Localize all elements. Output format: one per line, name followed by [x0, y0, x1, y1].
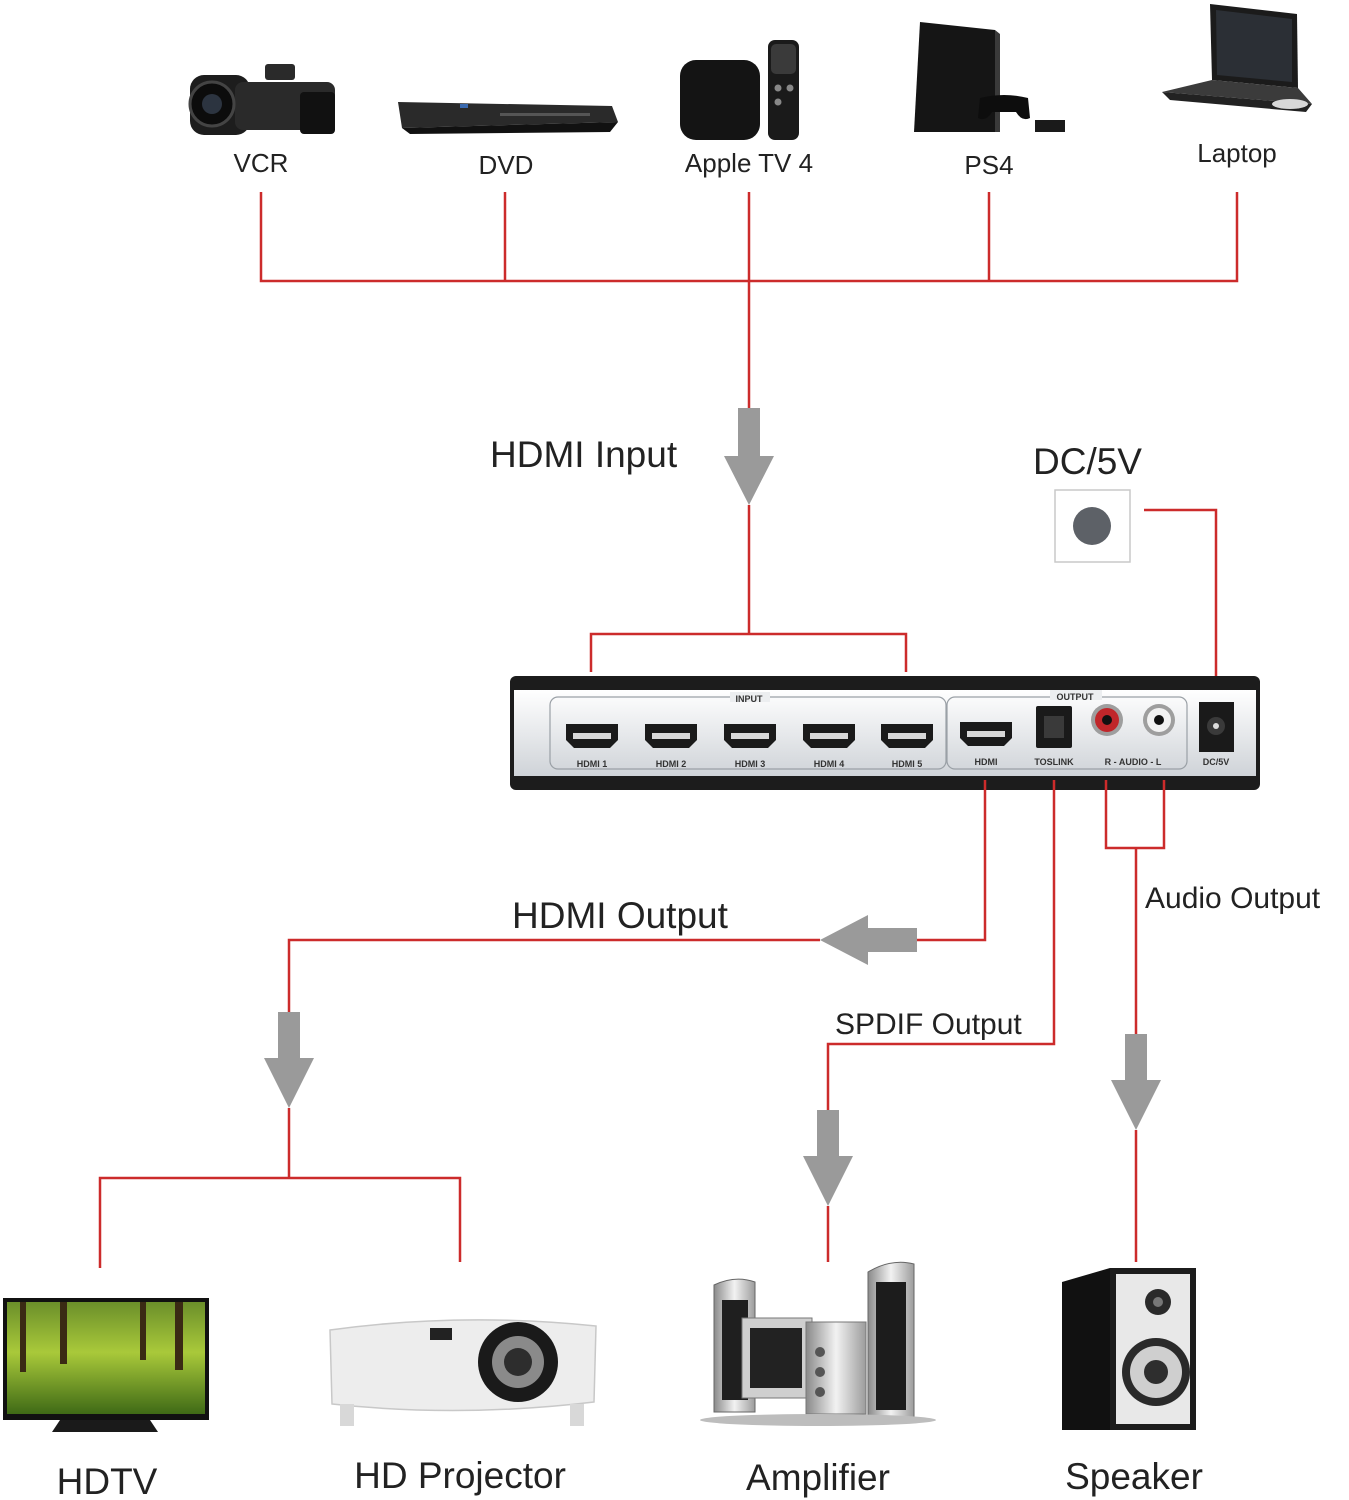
audio-arrow [1111, 1034, 1161, 1130]
output-label-hdtv: HDTV [57, 1461, 158, 1500]
out-hdmi-label: HDMI [975, 757, 998, 767]
hdmi-port-2 [645, 724, 697, 748]
port-label: HDMI 3 [735, 759, 766, 769]
audio-output-label: Audio Output [1145, 882, 1321, 915]
input-label-vcr: VCR [234, 148, 289, 178]
rca-right-port [1091, 704, 1123, 736]
input-label-appletv: Apple TV 4 [685, 148, 813, 178]
projector-icon [329, 1319, 597, 1426]
dvd-player-icon [398, 102, 618, 134]
dc-port [1199, 702, 1234, 752]
panel-input-label: INPUT [736, 694, 764, 704]
apple-tv-icon [680, 40, 799, 140]
port-label: HDMI 1 [577, 759, 608, 769]
dc-port-label: DC/5V [1203, 757, 1230, 767]
hdmi-input-arrow [724, 408, 774, 505]
hdmi-port-5 [881, 724, 933, 748]
output-label-amplifier: Amplifier [746, 1457, 890, 1498]
output-label-projector: HD Projector [354, 1455, 566, 1496]
port-label: HDMI 2 [656, 759, 687, 769]
output-label-speaker: Speaker [1065, 1456, 1203, 1497]
spdif-output-label: SPDIF Output [835, 1008, 1022, 1041]
laptop-icon [1162, 4, 1312, 112]
input-label-ps4: PS4 [964, 150, 1013, 180]
game-console-icon [914, 22, 1065, 132]
hdmi-input-label: HDMI Input [490, 434, 678, 475]
spdif-arrow [803, 1110, 853, 1206]
hdmi-port-1 [566, 724, 618, 748]
dc-wire [1144, 508, 1218, 700]
power-jack-icon [1054, 489, 1131, 563]
dc5v-label: DC/5V [1033, 441, 1142, 482]
hdmi-switch: INPUT OUTPUT HDMI 1 HDMI 2 HDMI 3 HDMI 4… [510, 676, 1260, 790]
camcorder-icon [188, 64, 335, 135]
audio-port-label: R - AUDIO - L [1105, 757, 1162, 767]
speaker-icon [1062, 1268, 1196, 1430]
hdmi-output-arrow [820, 915, 917, 965]
port-label: HDMI 4 [814, 759, 845, 769]
toslink-label: TOSLINK [1034, 757, 1074, 767]
output-wires [98, 780, 1166, 1268]
input-wires [259, 192, 1239, 672]
amplifier-icon [700, 1261, 936, 1426]
panel-output-label: OUTPUT [1057, 692, 1095, 702]
hdmi-output-label: HDMI Output [512, 895, 729, 936]
hdmi-port-3 [724, 724, 776, 748]
tv-icon [3, 1298, 209, 1432]
port-label: HDMI 5 [892, 759, 923, 769]
toslink-port [1036, 706, 1072, 748]
hdmi-out-port [960, 722, 1012, 746]
rca-left-port [1143, 704, 1175, 736]
input-label-dvd: DVD [479, 150, 534, 180]
hdmi-port-4 [803, 724, 855, 748]
hdtv-branch-arrow [264, 1012, 314, 1108]
input-label-laptop: Laptop [1197, 138, 1277, 168]
